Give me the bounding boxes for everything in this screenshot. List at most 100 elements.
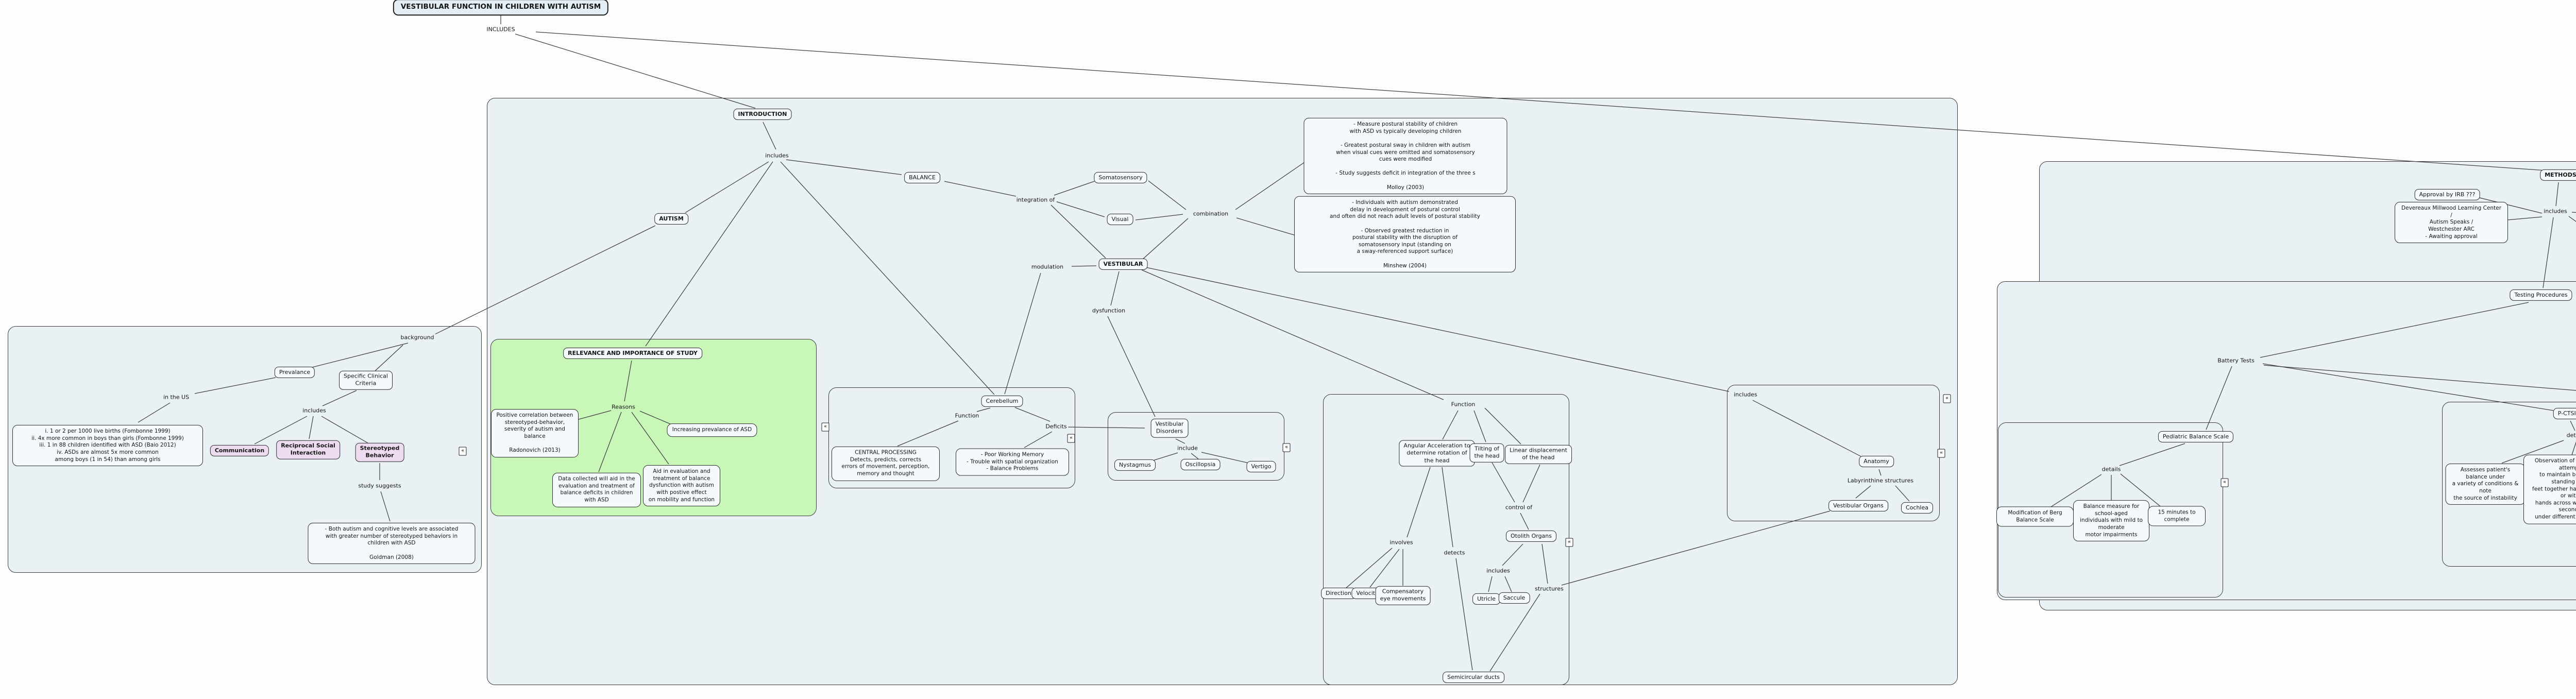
container-anatomy-area[interactable]	[1727, 385, 1940, 521]
collapse-subtree-icon[interactable]: «	[821, 422, 829, 432]
connector-line	[1107, 316, 1156, 417]
linking-phrase-background[interactable]: background	[399, 334, 436, 341]
node-somatosensory[interactable]: Somatosensory	[1094, 172, 1147, 184]
linking-phrase-modulation[interactable]: modulation	[1029, 263, 1065, 270]
linking-phrase-function-cerebellum[interactable]: Function	[953, 412, 981, 419]
linking-phrase-includes-methods[interactable]: includes	[2542, 208, 2569, 215]
collapse-subtree-icon[interactable]: «	[1067, 434, 1075, 443]
node-berg-modification[interactable]: Modification of Berg Balance Scale	[1996, 506, 2074, 527]
node-autism[interactable]: AUTISM	[654, 213, 688, 225]
linking-phrase-integration-of[interactable]: integration of	[1014, 196, 1057, 203]
collapse-subtree-icon[interactable]: «	[459, 447, 467, 456]
node-specific-clinical-criteria[interactable]: Specific Clinical Criteria	[339, 370, 393, 390]
node-goldman-note[interactable]: - Both autism and cognitive levels are a…	[308, 522, 476, 565]
connector-line	[685, 161, 769, 213]
node-pediatric-balance-scale[interactable]: Pediatric Balance Scale	[2158, 431, 2234, 443]
node-utricle[interactable]: Utricle	[1472, 593, 1500, 605]
node-assesses-note[interactable]: Assesses patient's balance under a varie…	[2445, 463, 2526, 505]
connector-line	[944, 181, 1016, 197]
connector-line	[1142, 218, 1189, 260]
node-linear-displacement[interactable]: Linear displacement of the head	[1505, 445, 1572, 464]
node-balance-measure-note[interactable]: Balance measure for school-aged individu…	[2073, 500, 2149, 542]
node-introduction[interactable]: INTRODUCTION	[733, 108, 792, 121]
connector-line	[598, 412, 622, 472]
node-minutes-15[interactable]: 15 minutes to complete	[2148, 506, 2206, 526]
node-data-collected-note[interactable]: Data collected will aid in the evaluatio…	[552, 472, 641, 507]
connector-line	[976, 407, 991, 412]
linking-phrase-study-suggests[interactable]: study suggests	[357, 482, 403, 489]
node-methods[interactable]: METHODS	[2540, 169, 2576, 181]
linking-phrase-battery-tests[interactable]: Battery Tests	[2216, 357, 2256, 364]
node-cerebellum-deficits-note[interactable]: - Poor Working Memory - Trouble with spa…	[956, 448, 1069, 476]
linking-phrase-includes-intro[interactable]: includes	[764, 152, 790, 159]
node-vestibular-disorders[interactable]: Vestibular Disorders	[1150, 418, 1189, 438]
linking-phrase-deficits[interactable]: Deficits	[1044, 423, 1069, 430]
node-nystagmus[interactable]: Nystagmus	[1114, 459, 1156, 471]
node-molloy-note[interactable]: - Measure postural stability of children…	[1303, 117, 1507, 195]
connector-line	[2543, 217, 2554, 288]
node-oscillopsia[interactable]: Oscillopsia	[1180, 458, 1221, 471]
node-velocity[interactable]: Velocity	[1351, 587, 1383, 600]
connector-line	[433, 225, 656, 335]
linking-phrase-reasons[interactable]: Reasons	[610, 403, 637, 411]
node-vestibular-organs[interactable]: Vestibular Organs	[1828, 500, 1888, 512]
linking-phrase-control-of[interactable]: control of	[1503, 504, 1534, 511]
collapse-subtree-icon[interactable]: «	[1565, 538, 1573, 547]
linking-phrase-structures[interactable]: structures	[1533, 585, 1565, 592]
node-pctsib[interactable]: P-CTSIB	[2553, 407, 2576, 420]
linking-phrase-includes-root[interactable]: INCLUDES	[485, 26, 517, 33]
node-devereaux-note[interactable]: Devereaux Millwood Learning Center / Aut…	[2395, 201, 2508, 244]
node-angular-acceleration[interactable]: Angular Acceleration to determine rotati…	[1399, 440, 1475, 467]
node-saccule[interactable]: Saccule	[1498, 592, 1530, 604]
node-increasing-prevalance[interactable]: Increasing prevalance of ASD	[667, 423, 757, 437]
linking-phrase-includes-anatomy[interactable]: includes	[1732, 391, 1759, 398]
collapse-subtree-icon[interactable]: «	[1282, 443, 1291, 452]
node-root-title[interactable]: VESTIBULAR FUNCTION IN CHILDREN WITH AUT…	[393, 0, 609, 15]
linking-phrase-detects[interactable]: detects	[1442, 549, 1467, 556]
linking-phrase-function-vestibular[interactable]: Function	[1449, 401, 1477, 408]
linking-phrase-details-pediatric[interactable]: details	[2100, 466, 2123, 473]
node-cerebellum[interactable]: Cerebellum	[981, 395, 1023, 407]
node-otolith-organs[interactable]: Otolith Organs	[1505, 530, 1557, 542]
collapse-subtree-icon[interactable]: «	[1937, 449, 1945, 458]
linking-phrase-combination[interactable]: combination	[1191, 210, 1230, 217]
node-cochlea[interactable]: Cochlea	[1901, 502, 1933, 514]
node-observation-note[interactable]: Observation of a patient's attempt to ma…	[2523, 454, 2576, 524]
linking-phrase-details-pctsib[interactable]: details	[2565, 432, 2576, 439]
node-balance[interactable]: BALANCE	[904, 172, 940, 184]
node-stereotyped-behavior[interactable]: Stereotyped Behavior	[355, 442, 404, 462]
connector-line	[786, 159, 902, 175]
node-testing-procedures[interactable]: Testing Procedures	[2510, 289, 2572, 301]
node-direction[interactable]: Direction	[1321, 587, 1356, 600]
node-prevalence-stats-note[interactable]: i. 1 or 2 per 1000 live births (Fombonne…	[12, 424, 203, 467]
collapse-subtree-icon[interactable]: «	[2221, 478, 2229, 487]
linking-phrase-include-disorders[interactable]: include	[1176, 445, 1199, 452]
node-communication[interactable]: Communication	[210, 445, 269, 457]
connector-line	[639, 411, 674, 426]
node-vestibular[interactable]: VESTIBULAR	[1098, 258, 1148, 270]
linking-phrase-labyrinthine-structures[interactable]: Labyrinthine structures	[1845, 477, 1916, 484]
connector-line	[194, 377, 276, 394]
node-compensatory-eye[interactable]: Compensatory eye movements	[1375, 586, 1431, 605]
linking-phrase-in-the-us[interactable]: in the US	[161, 394, 191, 401]
node-vertigo[interactable]: Vertigo	[1246, 461, 1276, 473]
node-semicircular-ducts[interactable]: Semicircular ducts	[1443, 671, 1504, 684]
node-tilting-head[interactable]: Tilting of the head	[1469, 443, 1504, 463]
linking-phrase-includes-criteria[interactable]: includes	[301, 407, 328, 414]
connector-line	[1175, 438, 1185, 444]
node-anatomy[interactable]: Anatomy	[1859, 455, 1894, 468]
linking-phrase-dysfunction[interactable]: dysfunction	[1090, 307, 1127, 314]
collapse-subtree-icon[interactable]: «	[1943, 394, 1951, 403]
node-radonovich-note[interactable]: Positive correlation between stereotyped…	[491, 409, 579, 457]
linking-phrase-includes-otolith[interactable]: includes	[1485, 567, 1512, 574]
node-aid-evaluation-note[interactable]: Aid in evaluation and treatment of balan…	[643, 465, 720, 507]
node-relevance-title[interactable]: RELEVANCE AND IMPORTANCE OF STUDY	[563, 347, 702, 360]
node-approval-irb[interactable]: Approval by IRB ???	[2414, 189, 2480, 201]
node-prevalance[interactable]: Prevalance	[274, 366, 315, 379]
node-minshew-note[interactable]: - Individuals with autism demonstrated d…	[1294, 196, 1516, 273]
node-visual[interactable]: Visual	[1107, 213, 1133, 226]
linking-phrase-involves[interactable]: involves	[1388, 539, 1415, 546]
node-central-processing-note[interactable]: CENTRAL PROCESSING Detects, predicts, co…	[832, 446, 940, 481]
node-reciprocal-social-interaction[interactable]: Reciprocal Social Interaction	[276, 440, 340, 459]
connector-line	[2119, 443, 2185, 466]
